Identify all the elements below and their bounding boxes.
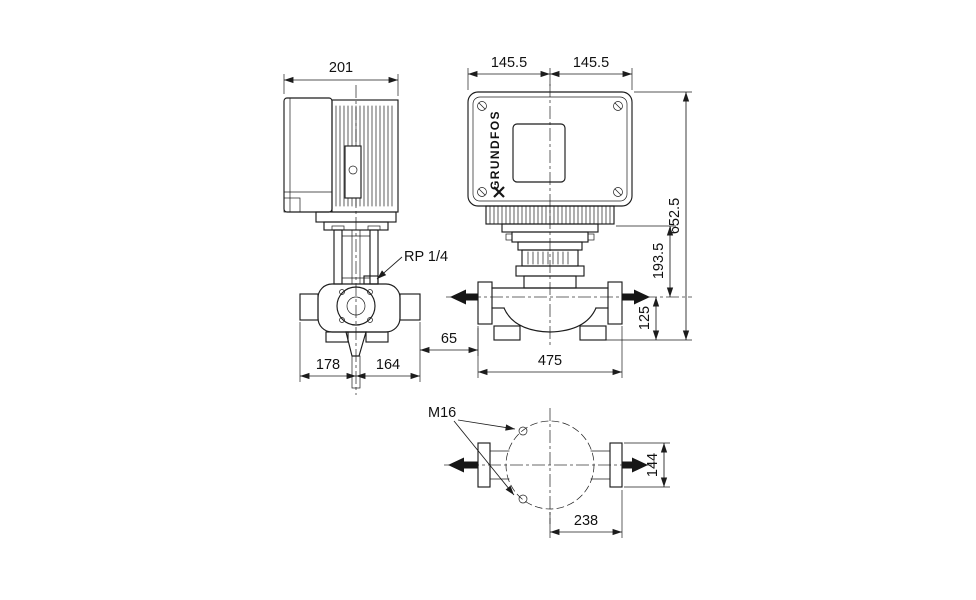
grundfos-logo-mark [493, 186, 505, 198]
thread-label: M16 [428, 405, 456, 421]
nameplate-side [344, 145, 362, 199]
dim-label-port-axis-height: 125 [637, 306, 653, 330]
shaft-boss-inner [346, 296, 366, 316]
dim-label-mid-height: 193.5 [651, 243, 667, 279]
port-thread-label: RP 1/4 [404, 249, 448, 265]
motor-front: GRUNDFOS [467, 91, 633, 207]
dim-label-offset: 65 [441, 331, 457, 347]
motor-corner-screws [477, 101, 623, 197]
dim-mid-height: 193.5 [616, 225, 676, 297]
dim-foot-spread: 178 164 [299, 322, 421, 382]
nameplate-front [512, 123, 566, 183]
front-view: GRUNDFOS [446, 84, 692, 348]
volute-outline-circle [505, 420, 595, 510]
brand-wordmark: GRUNDFOS [488, 110, 502, 190]
dim-center-to-flange: 238 [549, 490, 623, 538]
dim-label-flange-width: 144 [645, 453, 661, 477]
foot-front-left [493, 325, 521, 341]
dim-label-right: 164 [376, 357, 400, 373]
dim-label-total-height: 652.5 [667, 198, 683, 234]
port-flange-right [607, 281, 623, 325]
dim-motor-width: 201 [283, 60, 399, 96]
flow-arrow-bottom-right [622, 457, 648, 473]
dim-label-motor-width: 201 [329, 60, 353, 76]
dim-port-axis-height: 125 [637, 297, 660, 340]
motor-flange-side [315, 211, 397, 231]
rp-tapping-boss [363, 275, 379, 285]
flow-arrow-right [622, 289, 650, 305]
dim-offset-65: 65 [420, 328, 479, 356]
drain-rod [351, 355, 361, 389]
dim-total-height: 652.5 [606, 91, 692, 341]
housing-stub-left [299, 293, 319, 321]
port-flange-left [477, 281, 493, 325]
terminal-box [283, 97, 333, 213]
coupling-lantern-front [505, 231, 595, 289]
volute-bulge [503, 307, 597, 333]
motor-side [331, 99, 399, 213]
housing-stub-right [399, 293, 421, 321]
port-thread-callout: RP 1/4 [376, 249, 448, 280]
bottom-view [444, 408, 652, 524]
bolt-hole-bottom [518, 494, 528, 504]
pump-housing-front [450, 281, 650, 341]
shaft-boss-outer [336, 286, 376, 326]
dim-label-left: 178 [316, 357, 340, 373]
foot-right [365, 331, 389, 343]
flow-arrow-bottom-left [448, 457, 478, 473]
dim-flange-width: 144 [624, 442, 670, 488]
side-view-dimensions: 201 RP 1/4 65 178 164 [283, 60, 479, 382]
foot-left [325, 331, 349, 343]
dim-port-to-port: 475 [477, 326, 623, 378]
dim-label-port-to-port: 475 [538, 353, 562, 369]
side-view [283, 85, 421, 395]
dim-label-center-to-flange: 238 [574, 513, 598, 529]
coupling-lantern-side [331, 225, 381, 285]
nameplate-screw [348, 165, 358, 175]
dim-label-top-right: 145.5 [573, 55, 609, 71]
pump-housing-side [299, 275, 421, 389]
flow-arrow-left [450, 289, 478, 305]
motor-fins-side [335, 105, 393, 207]
dim-label-top-left: 145.5 [491, 55, 527, 71]
dim-top-halves: 145.5 145.5 [467, 55, 633, 90]
front-view-dimensions: 145.5 145.5 652.5 193.5 125 475 [467, 55, 692, 378]
bottom-view-dimensions: M16 144 238 [428, 405, 670, 538]
foot-front-right [579, 325, 607, 341]
bolt-hole-top [518, 426, 528, 436]
thread-callout: M16 [428, 405, 516, 496]
